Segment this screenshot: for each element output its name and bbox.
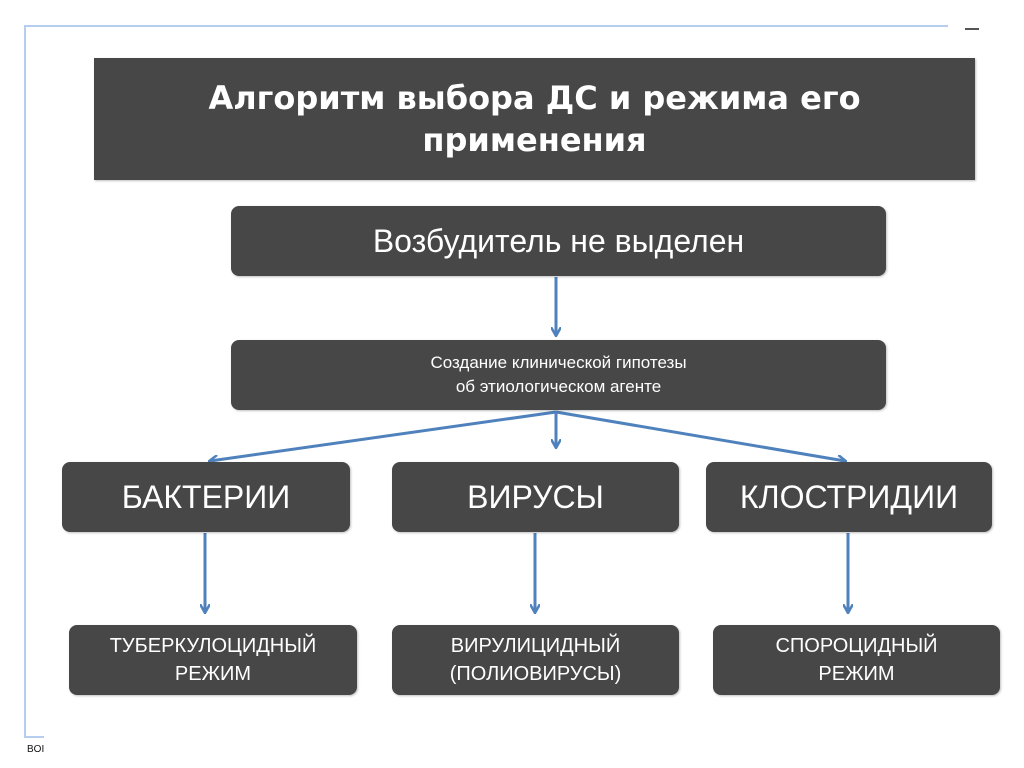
corner-mark [965,28,979,30]
mode-line1: ТУБЕРКУЛОЦИДНЫЙ [109,635,317,657]
frame-bottom-border [24,736,44,738]
mode-line1: СПОРОЦИДНЫЙ [775,635,938,657]
agent-label: КЛОСТРИДИИ [739,478,959,515]
agent-clostridia: КЛОСТРИДИИ [706,462,992,532]
footer-label: BOI [27,744,45,755]
mode-line2: РЕЖИМ [818,663,895,685]
step2-line1: Создание клинической гипотезы [430,353,687,372]
agent-bacteria: БАКТЕРИИ [62,462,350,532]
mode-line2: РЕЖИМ [174,663,252,685]
arrow-step2-bacteria [210,410,557,461]
mode-tuberculocidal: ТУБЕРКУЛОЦИДНЫЙ РЕЖИМ [69,625,357,695]
agent-label: БАКТЕРИИ [121,478,291,515]
title-text: Алгоритм выбора ДС и режима его применен… [208,79,861,159]
arrow-step2-clostridia [555,410,845,461]
agent-viruses: ВИРУСЫ [392,462,679,532]
step2-line2: об этиологическом агенте [455,377,662,396]
frame-left-border [24,26,26,738]
agent-label: ВИРУСЫ [467,478,604,515]
mode-sporicidal: СПОРОЦИДНЫЙ РЕЖИМ [713,625,1000,695]
frame-top-border [24,25,948,27]
mode-line1: ВИРУЛИЦИДНЫЙ [450,635,621,657]
diagram-title: Алгоритм выбора ДС и режима его применен… [94,58,975,180]
step1-text: Возбудитель не выделен [372,222,745,259]
step-pathogen-not-isolated: Возбудитель не выделен [231,206,886,276]
step-clinical-hypothesis: Создание клинической гипотезы об этиологи… [231,340,886,410]
mode-line2: (ПОЛИОВИРУСЫ) [449,663,622,685]
mode-virucidal: ВИРУЛИЦИДНЫЙ (ПОЛИОВИРУСЫ) [392,625,679,695]
